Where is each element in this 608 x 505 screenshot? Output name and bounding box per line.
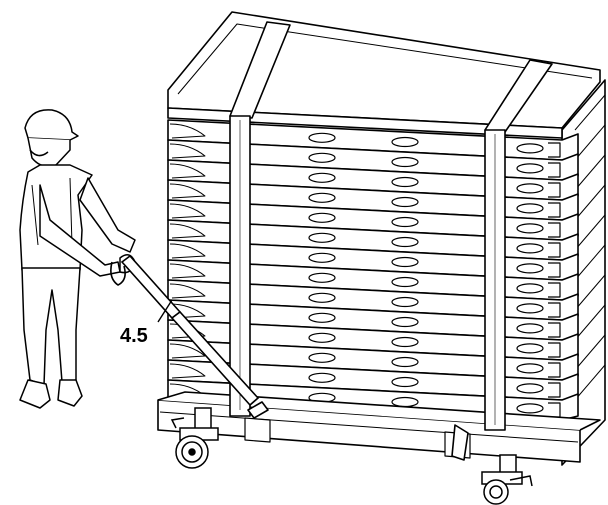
pallet-stack [157, 11, 606, 466]
pallet-layer [167, 319, 579, 361]
strap-right [484, 59, 553, 431]
castor-front-right [481, 454, 533, 505]
strap-left [229, 21, 291, 417]
tow-handle [110, 254, 260, 407]
callout-leader [157, 299, 173, 323]
callout-label: 4.5 [120, 325, 148, 347]
hard-hat-icon [24, 109, 79, 141]
worker-arms [79, 177, 136, 253]
worker-figure [19, 109, 136, 409]
pallet-layer [167, 379, 579, 421]
castor-front-left [170, 407, 219, 469]
worker-legs [21, 267, 81, 386]
tow-bar-bracket [247, 401, 269, 419]
pallet-layers [167, 119, 579, 421]
